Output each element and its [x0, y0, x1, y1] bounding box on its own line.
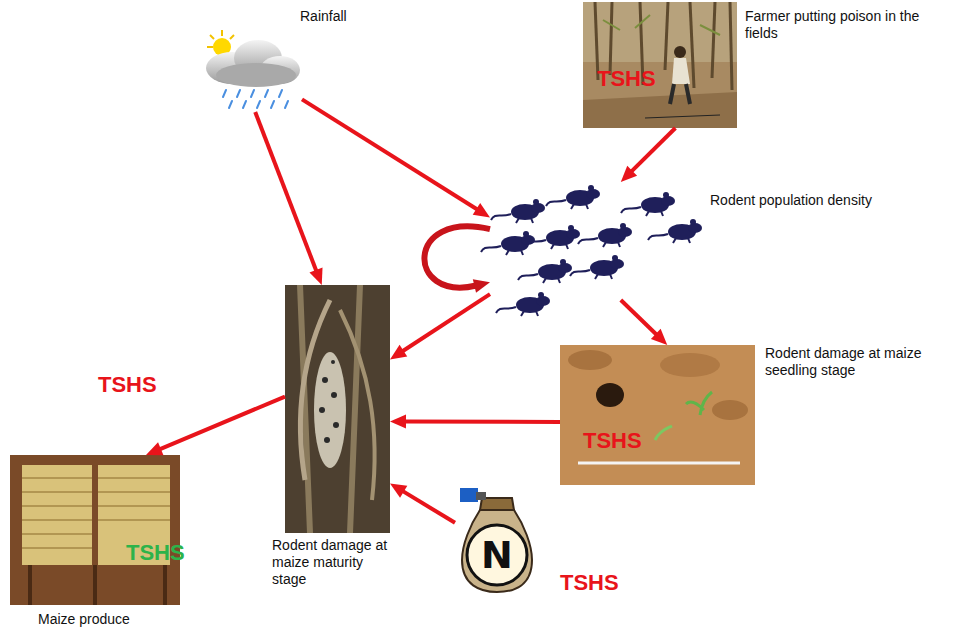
- arrow-head: [390, 414, 406, 428]
- rainfall-node: Rainfall: [198, 28, 302, 112]
- rodent-node: Rodent population density: [490, 182, 708, 300]
- caption-text: Rodent damage at maize seedling stage: [765, 345, 955, 379]
- arrow-line: [402, 294, 490, 352]
- arrow-connector: [390, 294, 490, 359]
- arrow-head: [621, 166, 637, 182]
- arrow-line: [621, 300, 657, 335]
- arrow-head: [390, 345, 407, 360]
- arrow-line: [402, 491, 455, 523]
- arrow-connector: [621, 300, 667, 345]
- produce-node: TSHSMaize produce: [10, 455, 180, 605]
- edge-label: TSHS: [98, 372, 157, 398]
- maturity-node: Rodent damage at maize maturity stage: [285, 285, 390, 533]
- rodent-icons: [481, 185, 702, 316]
- arrow-connector: [424, 226, 490, 292]
- arrow-connector: [302, 99, 490, 217]
- farmer-node: TSHSFarmer putting poison in the fields: [583, 2, 737, 128]
- arrow-head: [473, 203, 490, 217]
- caption-text: Rodent damage at maize maturity stage: [272, 537, 397, 587]
- arrow-head: [309, 268, 322, 285]
- farmer-photo: [583, 2, 737, 128]
- arrow-connector: [621, 128, 676, 182]
- tshs-mark: TSHS: [126, 540, 185, 566]
- seedling-photo: [560, 345, 755, 485]
- arrow-line: [631, 128, 676, 172]
- arrow-line: [302, 99, 478, 210]
- arrow-connector: [146, 397, 285, 456]
- arrow-head: [390, 483, 407, 497]
- arrow-connector: [390, 483, 455, 522]
- arrow-line: [255, 112, 317, 272]
- rain-cloud-icon: [206, 30, 300, 108]
- caption-text: Rainfall: [300, 8, 347, 25]
- tshs-mark: TSHS: [560, 570, 619, 596]
- maturity-photo: [285, 285, 390, 533]
- tshs-mark: TSHS: [583, 428, 642, 454]
- nitrogen-symbol: N: [455, 531, 539, 579]
- caption-text: Farmer putting poison in the fields: [745, 8, 925, 42]
- loop-line: [424, 226, 490, 287]
- tshs-mark: TSHS: [597, 66, 656, 92]
- arrow-connector: [390, 414, 560, 428]
- arrow-head: [146, 442, 163, 455]
- arrow-head: [473, 279, 490, 293]
- arrow-connector: [255, 112, 322, 285]
- caption-text: Rodent population density: [710, 192, 872, 209]
- arrow-line: [404, 419, 560, 424]
- arrow-head: [651, 329, 667, 345]
- arrow-line: [159, 397, 285, 450]
- seedling-node: TSHSRodent damage at maize seedling stag…: [560, 345, 755, 485]
- fertilizer-node: NTSHS: [455, 485, 539, 593]
- maize-crib-photo: [10, 455, 180, 605]
- caption-text: Maize produce: [38, 611, 130, 628]
